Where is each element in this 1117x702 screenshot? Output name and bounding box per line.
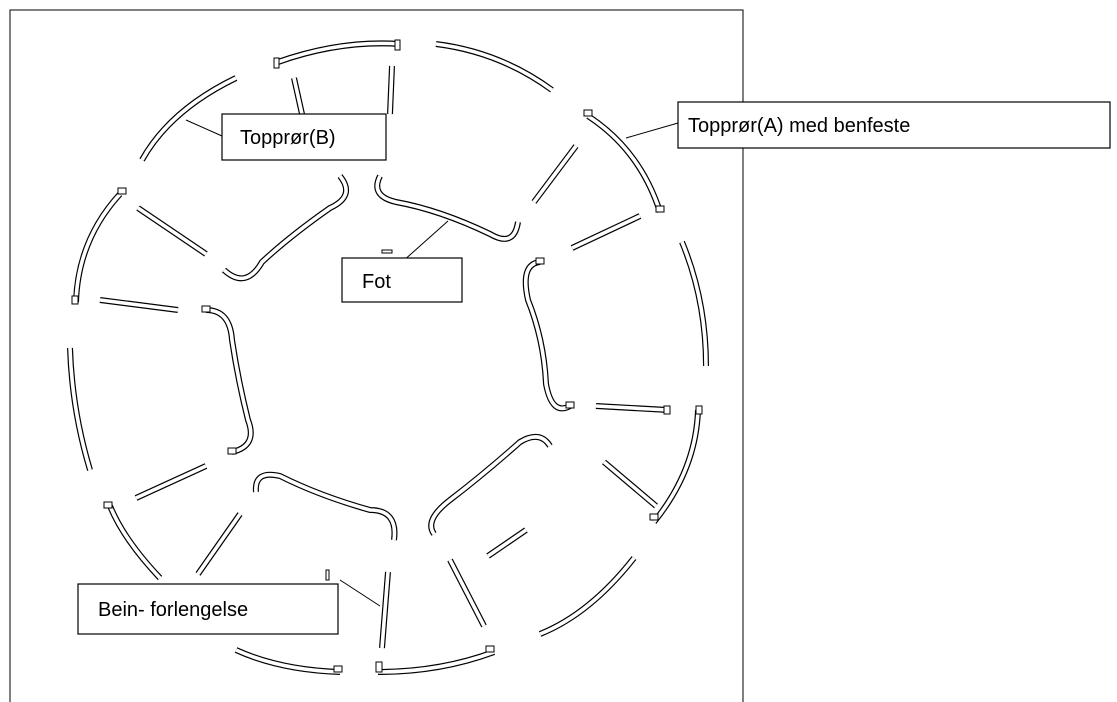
socket-12: [71, 295, 79, 305]
foot-4: [428, 433, 553, 536]
leader-top-tube-a: [625, 122, 679, 139]
leader-leg-extension: [339, 579, 381, 607]
drawing-frame: [9, 9, 744, 702]
label-top-tube-b-box: [221, 113, 387, 161]
socket-4: [655, 205, 665, 213]
top-tube-3: [586, 113, 663, 213]
socket-15: [565, 401, 575, 409]
socket-17: [201, 305, 211, 313]
label-foot: Fot: [341, 257, 463, 303]
leg-9: [379, 571, 391, 649]
socket-18: [381, 249, 393, 254]
foot-6: [205, 307, 254, 455]
top-tube-2: [435, 41, 554, 93]
label-top-tube-b: Topprør(B): [221, 113, 387, 161]
socket-14: [535, 257, 545, 265]
label-top-tube-b-text: Topprør(B): [240, 127, 336, 149]
socket-19: [325, 569, 330, 581]
top-tube-9: [107, 504, 163, 581]
label-foot-text: Fot: [362, 271, 391, 293]
top-tube-12: [139, 75, 238, 162]
label-foot-box: [341, 257, 463, 303]
socket-8: [485, 645, 495, 653]
top-tube-4: [679, 240, 709, 367]
leg-8: [447, 558, 487, 628]
leg-7: [486, 527, 528, 559]
leg-11: [134, 463, 208, 501]
foot-3: [522, 259, 572, 412]
foot-1: [221, 174, 350, 282]
leg-6: [602, 459, 658, 509]
label-leg-extension-box: [77, 583, 339, 635]
leg-10: [195, 512, 243, 576]
leg-12: [99, 297, 179, 313]
top-tube-5: [651, 409, 701, 524]
label-leg-extension: Bein- forlengelse: [77, 583, 339, 635]
leg-13: [136, 205, 208, 257]
leader-foot: [401, 220, 449, 263]
foot-2: [374, 174, 521, 242]
socket-7: [649, 513, 659, 521]
top-tube-1: [276, 40, 401, 65]
leader-lines: [185, 119, 679, 607]
frame-parts: [67, 39, 709, 675]
leg-4: [570, 213, 642, 251]
leg-2: [387, 65, 395, 115]
top-tube-11: [73, 191, 123, 303]
socket-5: [663, 405, 671, 415]
socket-1: [273, 57, 280, 69]
socket-6: [695, 405, 703, 415]
top-tube-6: [538, 556, 637, 637]
label-leg-extension-text: Bein- forlengelse: [98, 599, 248, 621]
leg-3: [531, 144, 579, 204]
top-tube-10: [67, 347, 93, 471]
socket-3: [583, 109, 593, 117]
label-top-tube-a-box: [677, 101, 1111, 149]
socket-11: [103, 501, 113, 509]
label-top-tube-a-text: Topprør(A) med benfeste: [688, 115, 910, 137]
top-tube-7: [377, 649, 496, 675]
leg-1: [291, 77, 305, 115]
socket-2: [394, 39, 401, 51]
socket-16: [227, 447, 237, 455]
socket-13: [117, 187, 127, 195]
top-tube-8: [234, 647, 341, 675]
socket-10: [333, 665, 343, 673]
label-top-tube-a: Topprør(A) med benfeste: [677, 101, 1111, 149]
socket-9: [375, 661, 383, 673]
leader-top-tube-b: [185, 119, 223, 137]
leg-5: [595, 403, 669, 413]
foot-5: [252, 471, 398, 541]
